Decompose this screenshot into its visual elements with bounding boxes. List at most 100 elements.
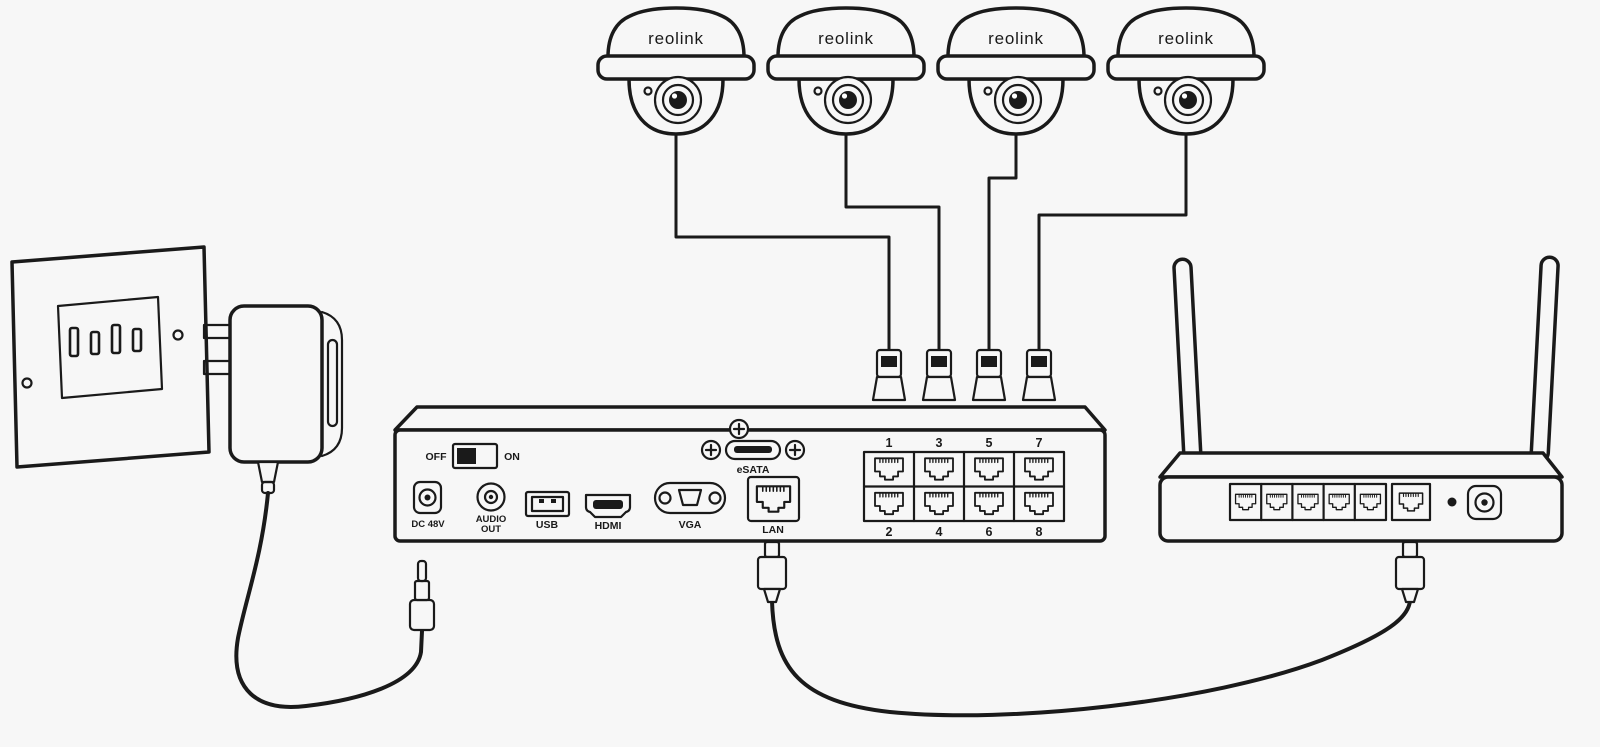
router-wan-port <box>1390 482 1432 522</box>
audio-jack-inner <box>483 489 499 505</box>
lan-cable-plug-router <box>1394 540 1426 604</box>
usb-pin-1 <box>539 499 544 503</box>
switch-knob <box>457 448 476 464</box>
poe-number-3: 3 <box>936 436 943 450</box>
power-adapter <box>202 304 436 709</box>
nvr: OFF ON eSATA DC 48V AUDIO OUT <box>393 405 1107 543</box>
usb-pin-2 <box>551 499 556 503</box>
poe-number-7: 7 <box>1036 436 1043 450</box>
audio-out-label-line1: AUDIO <box>476 514 507 525</box>
nvr-power-switch: OFF ON <box>426 442 520 470</box>
rj45-plug-4 <box>1021 348 1057 402</box>
router-power-ring <box>1474 492 1495 513</box>
router <box>1158 255 1564 543</box>
outlet-recess <box>56 295 164 400</box>
audio-out-label-line2: OUT <box>481 524 501 535</box>
router-plug-tip <box>1401 540 1419 559</box>
outlet-slot-3 <box>110 323 122 355</box>
poe-number-1: 1 <box>886 436 893 450</box>
dc-connector-tip <box>416 559 428 583</box>
outlet-screw-left <box>21 377 33 389</box>
nvr-usb-port: USB <box>524 490 571 531</box>
poe-number-2: 2 <box>886 525 893 539</box>
adapter-strain-relief <box>256 460 280 484</box>
poe-number-8: 8 <box>1036 525 1043 539</box>
router-wan-port-frame <box>1390 482 1432 522</box>
rj45-plug-2 <box>921 348 957 402</box>
audio-jack-pin <box>488 494 494 500</box>
nvr-plug-body <box>756 555 788 591</box>
router-plug-body <box>1394 555 1426 591</box>
router-power-frame <box>1466 484 1503 521</box>
dc-barrel-connector <box>408 559 436 632</box>
lan-label: LAN <box>762 524 784 536</box>
nvr-plug-boot <box>762 587 782 604</box>
nvr-esata-port: eSATA <box>700 418 806 476</box>
hdmi-label: HDMI <box>595 520 622 532</box>
esata-screw-left-icon <box>700 439 722 461</box>
poe-block-dividers <box>862 450 1066 523</box>
esata-label: eSATA <box>737 464 770 476</box>
dc-port-ring <box>418 488 437 507</box>
router-port-block-frame <box>1228 482 1388 522</box>
wall-outlet <box>10 245 211 469</box>
usb-port-tongue <box>530 495 565 513</box>
dc-connector-neck <box>413 579 431 602</box>
vga-screw-left <box>658 491 672 505</box>
dc-power-cable <box>234 491 424 709</box>
poe-number-5: 5 <box>986 436 993 450</box>
vga-screw-right <box>708 491 722 505</box>
nvr-vga-port: VGA <box>653 481 727 531</box>
esata-slot <box>734 446 772 453</box>
hdmi-port-frame <box>584 493 632 519</box>
usb-port-frame <box>524 490 571 518</box>
vga-label: VGA <box>679 519 702 531</box>
nvr-poe-ports: 1 3 5 7 2 4 6 8 <box>862 436 1066 539</box>
router-port-dividers <box>1260 482 1356 522</box>
dc-port-frame <box>412 480 443 515</box>
usb-label: USB <box>536 519 559 531</box>
router-power-pin <box>1481 499 1488 506</box>
router-plug-boot <box>1400 587 1420 604</box>
lan-cable-curve <box>770 599 1412 718</box>
nvr-lan-port: LAN <box>746 475 801 536</box>
dc-port-pin <box>424 494 431 501</box>
poe-number-4: 4 <box>936 525 943 539</box>
router-power-jack <box>1466 484 1503 521</box>
camera-cable-3 <box>987 132 1018 352</box>
lan-cable-plug-nvr <box>756 540 788 604</box>
dc-port-label: DC 48V <box>411 519 445 530</box>
nvr-hdmi-port: HDMI <box>584 493 632 532</box>
nvr-top-screw-icon <box>728 418 750 440</box>
camera-cable-1 <box>674 132 891 352</box>
outlet-slot-2 <box>89 330 101 356</box>
rj45-plug-3 <box>971 348 1007 402</box>
router-reset-button <box>1447 497 1457 507</box>
adapter-side-slot <box>326 338 339 428</box>
outlet-slot-4 <box>131 327 143 353</box>
adapter-body <box>228 304 324 464</box>
camera-cable-2 <box>844 132 941 352</box>
vga-port-frame <box>653 481 727 515</box>
adapter-side-face <box>320 310 344 458</box>
nvr-top-face <box>393 405 1107 432</box>
outlet-slot-1 <box>68 326 80 358</box>
rj45-plug-1 <box>871 348 907 402</box>
router-lan-ports <box>1228 482 1388 522</box>
poe-number-6: 6 <box>986 525 993 539</box>
vga-dsub <box>677 488 703 507</box>
nvr-dc-port: DC 48V <box>411 480 445 530</box>
nvr-audio-out-port: AUDIO OUT <box>476 482 507 535</box>
hdmi-slot <box>593 500 623 509</box>
switch-off-label: OFF <box>426 451 448 463</box>
outlet-screw-right <box>172 329 184 341</box>
switch-body <box>451 442 499 470</box>
camera-cables <box>674 132 1188 352</box>
audio-jack-outer <box>476 482 506 512</box>
lan-patch-cable <box>756 540 1426 718</box>
switch-on-label: ON <box>504 451 520 463</box>
router-top-face <box>1158 451 1564 479</box>
dc-connector-body <box>408 598 436 632</box>
nvr-plug-tip <box>763 540 781 559</box>
